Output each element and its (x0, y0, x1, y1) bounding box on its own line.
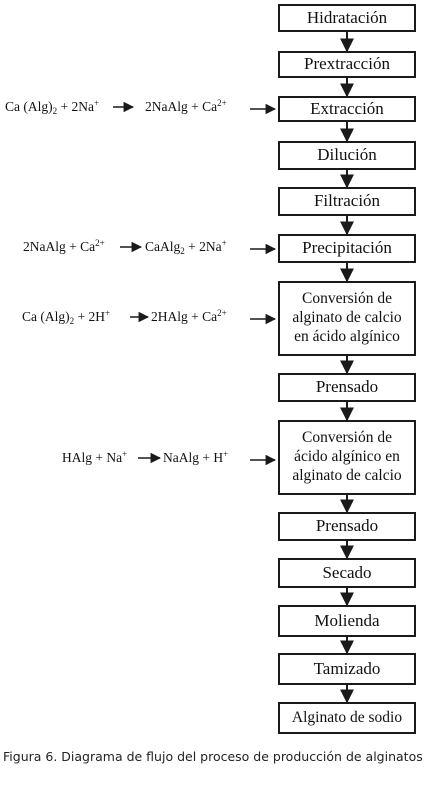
step-label: Extracción (310, 98, 384, 118)
step-molienda: Molienda (278, 605, 416, 637)
step-label: Secado (322, 562, 372, 582)
step-hidratacion: Hidratación (278, 4, 416, 32)
step-secado: Secado (278, 558, 416, 588)
equation-extraccion-products: 2NaAlg + Ca2+ (145, 98, 227, 115)
connectors (113, 32, 354, 704)
step-prextraccion: Prextracción (278, 51, 416, 78)
step-conversion-alginato-acido: Conversión de alginato de calcio en ácid… (278, 281, 416, 356)
flow-diagram: Hidratación Prextracción Extracción Dilu… (5, 4, 416, 734)
step-conversion-acido-alginato: Conversión de ácido algínico en alginato… (278, 420, 416, 495)
step-alginato-de-sodio: Alginato de sodio (278, 702, 416, 734)
step-label: Alginato de sodio (291, 708, 403, 726)
step-filtracion: Filtración (278, 187, 416, 216)
equation-precipitacion-products: CaAlg2 + 2Na+ (145, 238, 227, 256)
step-tamizado: Tamizado (278, 653, 416, 685)
step-dilucion: Dilución (278, 141, 416, 170)
step-label: Tamizado (313, 658, 381, 678)
step-label: Prensado (315, 516, 379, 536)
equation-precipitacion-reactants: 2NaAlg + Ca2+ (23, 238, 105, 255)
step-label: Hidratación (306, 7, 388, 27)
equation-conversion-2-products: NaAlg + H+ (163, 449, 229, 466)
equation-conversion-1-products: 2HAlg + Ca2+ (151, 308, 227, 325)
equation-conversion-2-reactants: HAlg + Na+ (62, 449, 128, 466)
step-label: Molienda (314, 610, 380, 630)
equation-extraccion-reactants: Ca (Alg)2 + 2Na+ (5, 98, 100, 116)
step-prensado-2: Prensado (278, 512, 416, 541)
step-label: Prextracción (304, 54, 390, 74)
step-label: Precipitación (302, 238, 392, 258)
side-arrows (250, 103, 277, 466)
step-label: Filtración (313, 191, 381, 211)
step-precipitacion: Precipitación (278, 234, 416, 263)
figure-caption: Figura 6. Diagrama de flujo del proceso … (3, 749, 423, 764)
reaction-arrows (113, 101, 162, 464)
step-extraccion: Extracción (278, 96, 416, 122)
step-label: Conversión de ácido algínico en alginato… (292, 429, 402, 484)
step-label: Dilución (317, 145, 377, 165)
equation-conversion-1-reactants: Ca (Alg)2 + 2H+ (22, 308, 111, 326)
step-label: Prensado (315, 377, 379, 397)
step-prensado-1: Prensado (278, 373, 416, 402)
step-label: Conversión de alginato de calcio en ácid… (292, 290, 402, 345)
